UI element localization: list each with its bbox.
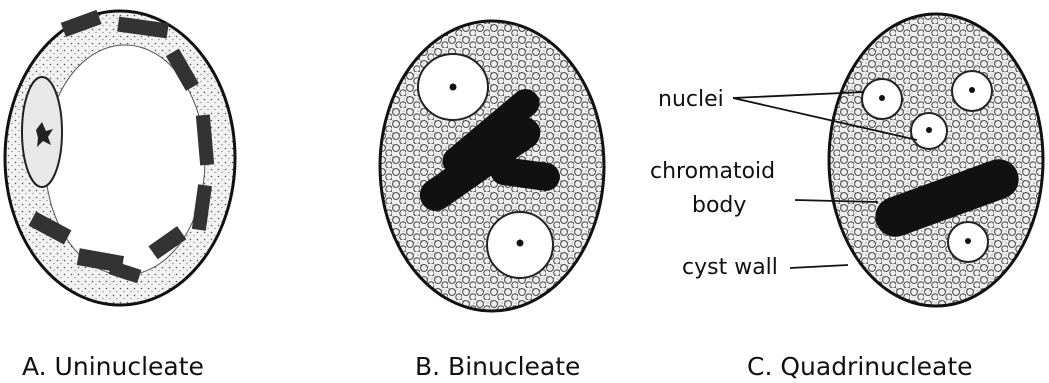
label-cyst-wall: cyst wall [682,255,778,280]
caption-c: C. Quadrinucleate [747,352,973,381]
panel-b-binucleate: B. Binucleate [380,21,604,381]
nucleus-c-3 [911,113,947,149]
nucleus-b-1 [418,54,488,120]
nucleus-c-2 [952,71,992,111]
label-chromatoid: chromatoid [650,159,775,184]
nucleus-c-1 [862,79,902,119]
panel-a-uninucleate: A. Uninucleate [5,10,235,381]
cyst-outline-c [829,14,1043,306]
nucleus-c-4 [948,222,988,262]
nucleus-b-2 [487,212,553,278]
panel-c-quadrinucleate: nuclei chromatoid body cyst wall C. Quad… [650,14,1043,381]
caption-a: A. Uninucleate [22,352,204,381]
caption-b: B. Binucleate [415,352,580,381]
label-nuclei: nuclei [658,87,724,112]
label-body: body [692,193,746,218]
